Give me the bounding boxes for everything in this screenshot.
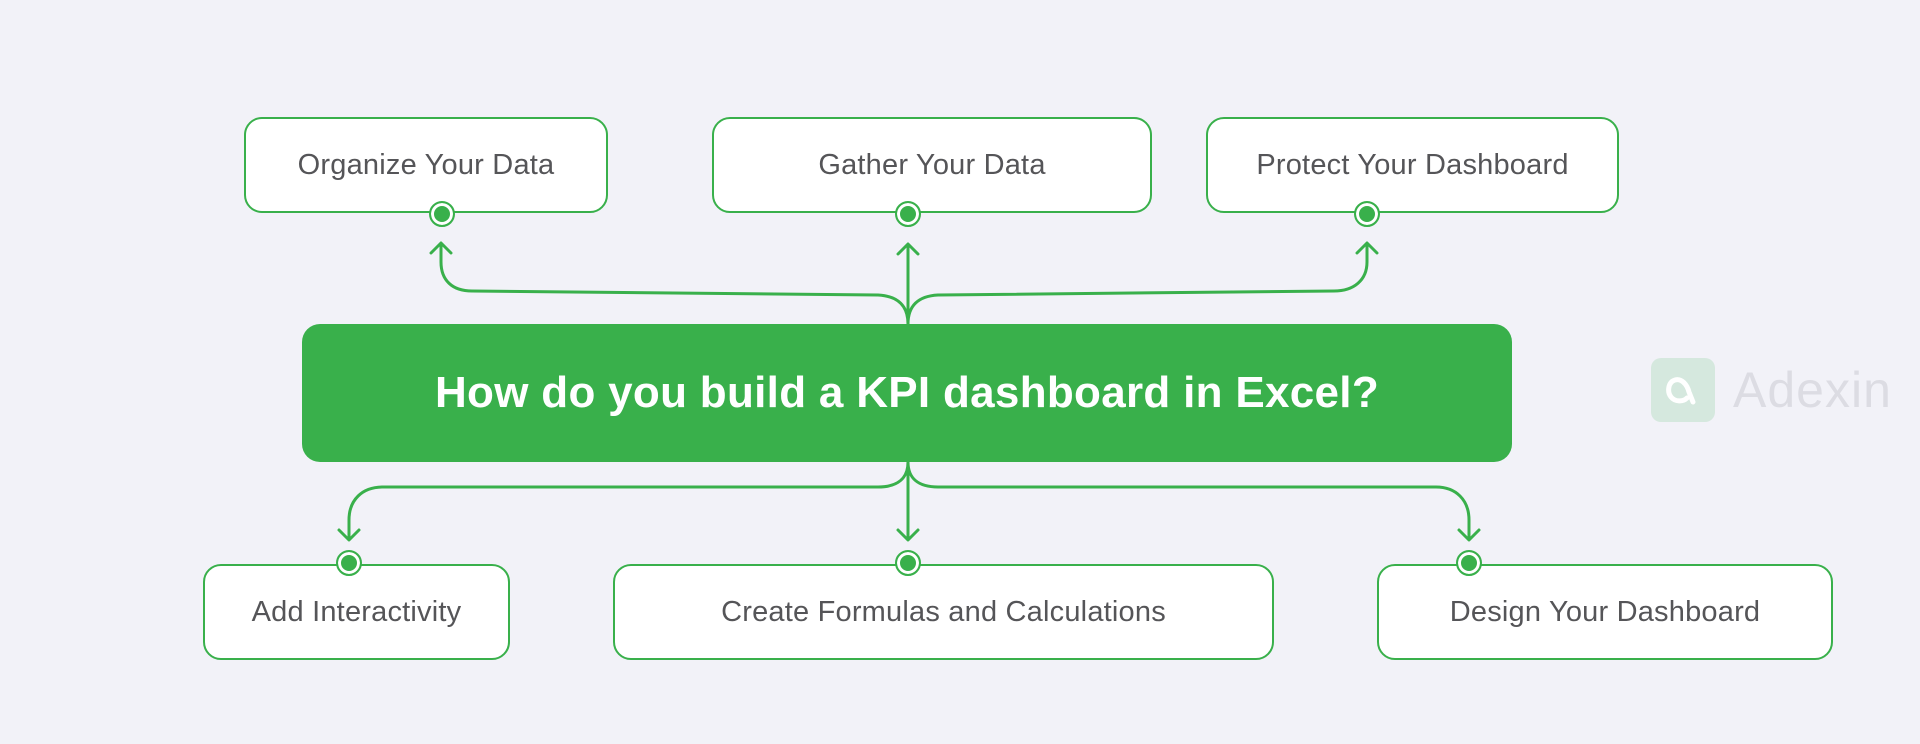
step-label: Design Your Dashboard [1449,595,1761,628]
connector-dot-icon [895,201,921,227]
connector-to-interactivity [347,460,910,540]
arrow-down-icon [896,528,920,542]
step-label: Create Formulas and Calculations [721,595,1166,628]
step-label: Add Interactivity [251,595,462,628]
connector-dot-icon [1456,550,1482,576]
adexin-logo-icon [1651,358,1715,422]
arrow-down-icon [337,528,361,542]
step-label: Protect Your Dashboard [1256,148,1569,181]
connector-to-protect [906,242,1369,326]
connector-to-design [906,460,1471,540]
adexin-brand-text: Adexin [1733,362,1892,418]
connector-to-organize [439,242,910,326]
connector-dot-icon [1354,201,1380,227]
adexin-watermark: Adexin [1651,358,1892,422]
connector-dot-icon [429,201,455,227]
arrow-up-icon [1355,241,1379,255]
central-question-box: How do you build a KPI dashboard in Exce… [302,324,1512,462]
step-protect-your-dashboard: Protect Your Dashboard [1206,117,1619,213]
central-question-title: How do you build a KPI dashboard in Exce… [434,368,1380,417]
step-organize-your-data: Organize Your Data [244,117,608,213]
connector-dot-icon [336,550,362,576]
connector-dot-icon [895,550,921,576]
arrow-down-icon [1457,528,1481,542]
step-label: Organize Your Data [297,148,555,181]
arrow-up-icon [429,241,453,255]
step-add-interactivity: Add Interactivity [203,564,510,660]
arrow-up-icon [896,242,920,256]
step-label: Gather Your Data [818,148,1046,181]
step-gather-your-data: Gather Your Data [712,117,1152,213]
step-create-formulas-and-calculations: Create Formulas and Calculations [613,564,1274,660]
step-design-your-dashboard: Design Your Dashboard [1377,564,1833,660]
